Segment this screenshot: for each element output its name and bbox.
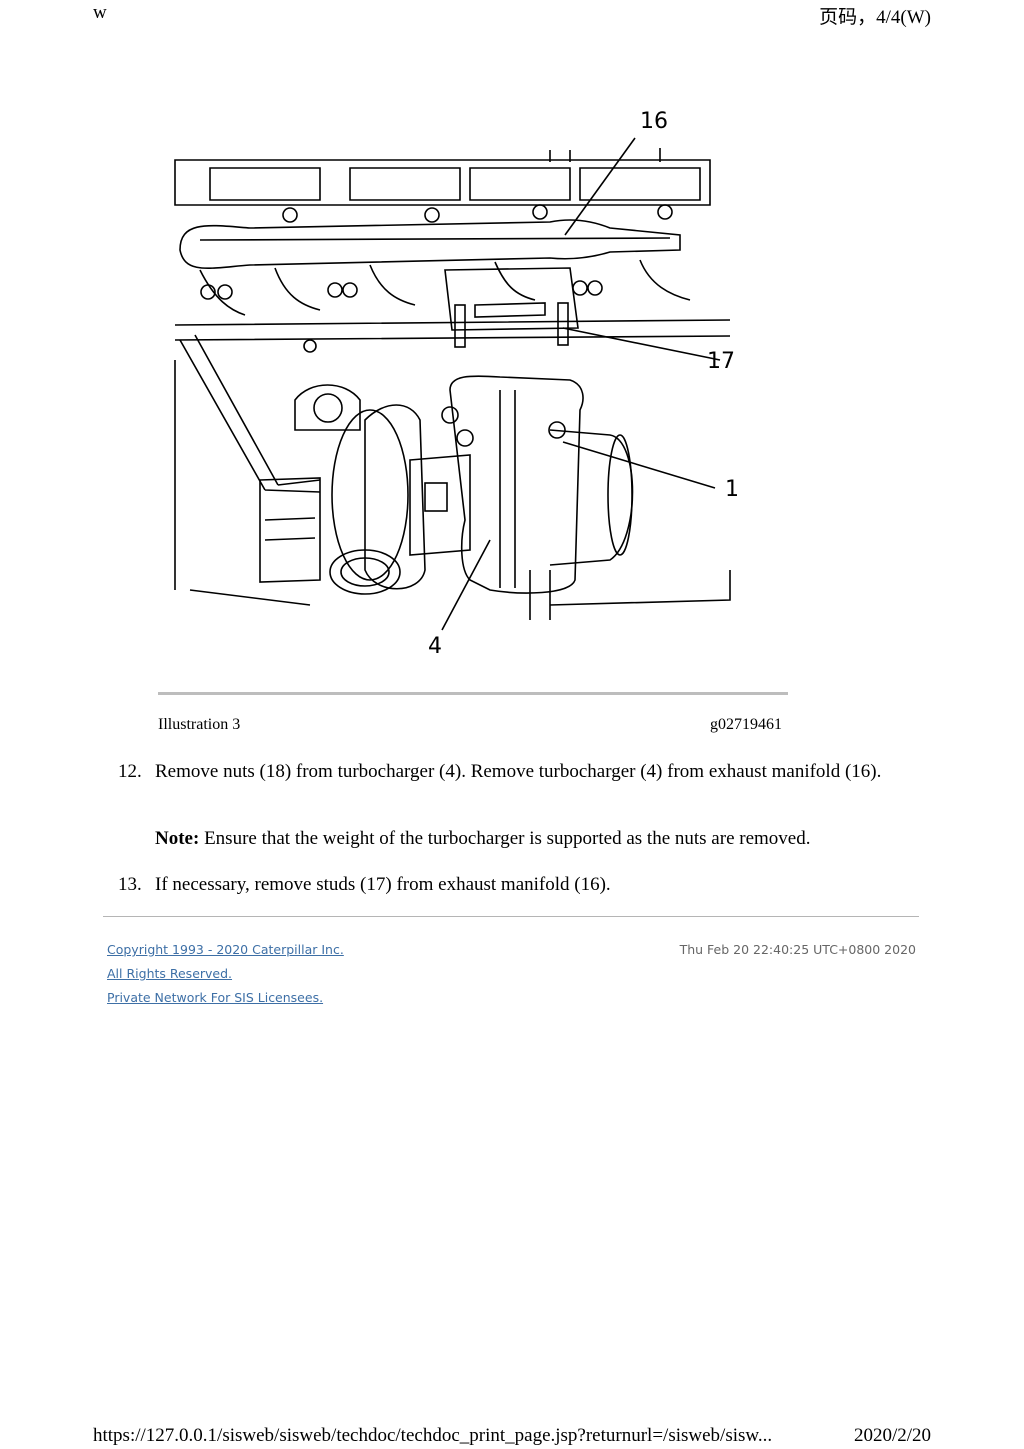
note-label: Note: <box>155 828 200 849</box>
note-text: Ensure that the weight of the turbocharg… <box>199 828 811 849</box>
step-text: Remove nuts (18) from turbocharger (4). … <box>155 761 882 782</box>
illustration-id: g02719461 <box>710 716 782 733</box>
turbocharger-illustration: 16 17 18 4 <box>174 109 740 659</box>
step-text: If necessary, remove studs (17) from exh… <box>155 874 611 895</box>
copyright-link[interactable]: Copyright 1993 - 2020 Caterpillar Inc. <box>107 942 344 957</box>
procedure-note: Note: Ensure that the weight of the turb… <box>155 828 915 850</box>
illustration-divider <box>158 692 788 695</box>
callout-18: 18 <box>725 477 740 502</box>
footer-divider <box>103 916 919 917</box>
callout-16: 16 <box>640 109 668 134</box>
footer-timestamp: Thu Feb 20 22:40:25 UTC+0800 2020 <box>679 942 916 957</box>
network-link[interactable]: Private Network For SIS Licensees. <box>107 990 324 1005</box>
page-header-right: 页码，4/4(W) <box>819 7 931 28</box>
print-date: 2020/2/20 <box>853 1425 931 1446</box>
callout-17: 17 <box>707 349 735 374</box>
step-number: 13. <box>118 874 142 895</box>
illustration-caption: Illustration 3 <box>158 716 241 733</box>
rights-link[interactable]: All Rights Reserved. <box>107 966 233 981</box>
callout-4: 4 <box>428 634 442 659</box>
print-url: https://127.0.0.1/sisweb/sisweb/techdoc/… <box>93 1425 773 1446</box>
step-number: 12. <box>118 761 142 782</box>
page-header-left: w <box>93 2 107 23</box>
